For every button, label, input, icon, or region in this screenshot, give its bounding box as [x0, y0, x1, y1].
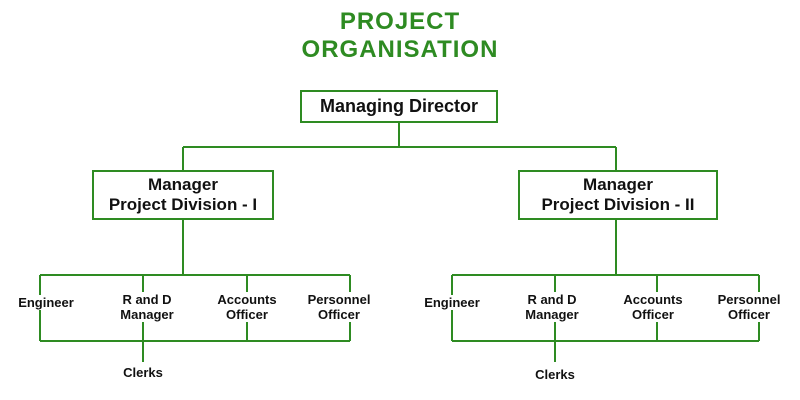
division-1-label-line-1: Manager: [148, 175, 218, 194]
division-2-staff-engineer: Engineer: [422, 295, 482, 310]
division-2-staff-personnel-officer: Personnel Officer: [715, 292, 783, 322]
division-1-staff-personnel-officer: Personnel Officer: [305, 292, 373, 322]
division-2-staff-rnd-manager: R and D Manager: [523, 292, 581, 322]
division-1-staff-accounts-officer: Accounts Officer: [215, 292, 279, 322]
division-2-label-line-2: Project Division - II: [541, 195, 695, 214]
page-title-line-2: ORGANISATION: [301, 36, 499, 63]
managing-director-node: Managing Director: [300, 90, 498, 123]
division-1-clerks: Clerks: [121, 365, 165, 380]
division-2-clerks: Clerks: [533, 367, 577, 382]
division-1-label-line-2: Project Division - I: [108, 195, 258, 214]
division-2-node: Manager Project Division - II: [518, 170, 718, 220]
division-1-staff-rnd-manager: R and D Manager: [118, 292, 176, 322]
division-1-node: Manager Project Division - I: [92, 170, 274, 220]
page-title-line-1: PROJECT: [339, 8, 461, 35]
managing-director-label: Managing Director: [319, 96, 479, 116]
division-2-label-line-1: Manager: [583, 175, 653, 194]
division-1-staff-engineer: Engineer: [16, 295, 76, 310]
division-2-staff-accounts-officer: Accounts Officer: [621, 292, 685, 322]
